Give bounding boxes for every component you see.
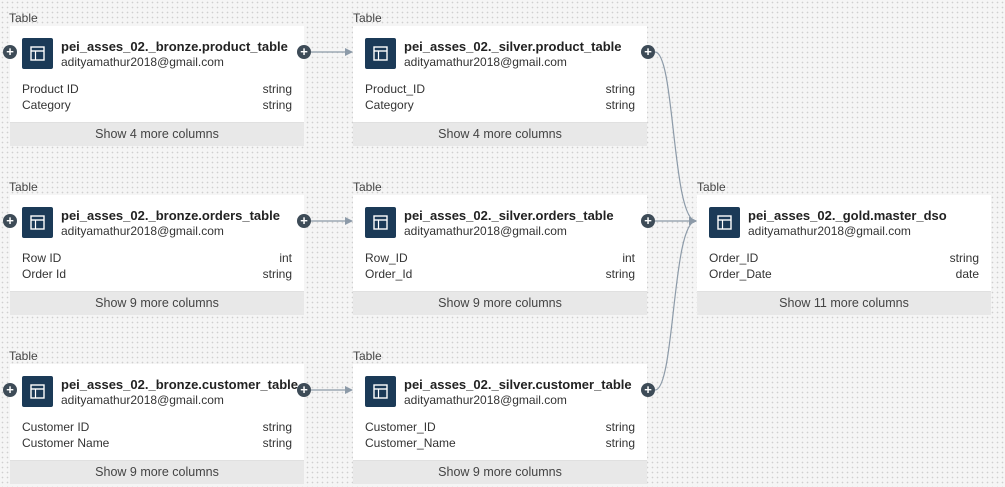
node-kind-label: Table (9, 11, 38, 25)
table-node-silver-orders[interactable]: pei_asses_02._silver.orders_table aditya… (353, 195, 647, 315)
table-icon (22, 38, 53, 69)
table-node-silver-product[interactable]: pei_asses_02._silver.product_table adity… (353, 26, 647, 146)
node-owner: adityamathur2018@gmail.com (404, 393, 567, 407)
column-row: Customer ID string (22, 420, 292, 436)
column-name: Row_ID (365, 251, 408, 265)
node-title[interactable]: pei_asses_02._bronze.orders_table (61, 208, 280, 223)
column-type: date (955, 267, 979, 281)
node-title[interactable]: pei_asses_02._gold.master_dso (748, 208, 947, 223)
table-node-bronze-customer[interactable]: pei_asses_02._bronze.customer_table adit… (10, 364, 304, 484)
show-more-columns-button[interactable]: Show 9 more columns (10, 460, 304, 484)
column-type: string (262, 267, 292, 281)
column-name: Category (365, 98, 414, 112)
column-name: Product ID (22, 82, 79, 96)
column-name: Customer Name (22, 436, 110, 450)
column-row: Row_ID int (365, 251, 635, 267)
table-icon (22, 376, 53, 407)
node-kind-label: Table (353, 180, 382, 194)
column-name: Category (22, 98, 71, 112)
node-title[interactable]: pei_asses_02._silver.orders_table (404, 208, 614, 223)
column-row: Product ID string (22, 82, 292, 98)
column-type: string (605, 98, 635, 112)
expand-downstream-plus-icon[interactable]: + (641, 45, 655, 59)
node-owner: adityamathur2018@gmail.com (61, 55, 224, 69)
expand-upstream-plus-icon[interactable]: + (3, 383, 17, 397)
column-row: Order_ID string (709, 251, 979, 267)
column-type: string (262, 436, 292, 450)
column-name: Order_Date (709, 267, 772, 281)
table-icon (709, 207, 740, 238)
column-row: Customer Name string (22, 436, 292, 452)
expand-downstream-plus-icon[interactable]: + (641, 383, 655, 397)
column-name: Customer_Name (365, 436, 456, 450)
column-name: Order_Id (365, 267, 413, 281)
expand-upstream-plus-icon[interactable]: + (3, 45, 17, 59)
column-row: Row ID int (22, 251, 292, 267)
table-icon (365, 38, 396, 69)
show-more-columns-button[interactable]: Show 9 more columns (10, 291, 304, 315)
show-more-columns-button[interactable]: Show 4 more columns (10, 122, 304, 146)
node-kind-label: Table (9, 349, 38, 363)
node-kind-label: Table (353, 349, 382, 363)
table-icon (22, 207, 53, 238)
column-row: Order_Date date (709, 267, 979, 283)
column-row: Customer_Name string (365, 436, 635, 452)
node-title[interactable]: pei_asses_02._bronze.product_table (61, 39, 288, 54)
node-owner: adityamathur2018@gmail.com (61, 224, 224, 238)
column-type: int (279, 251, 292, 265)
column-type: string (262, 98, 292, 112)
node-title[interactable]: pei_asses_02._silver.customer_table (404, 377, 632, 392)
column-name: Row ID (22, 251, 62, 265)
column-row: Order Id string (22, 267, 292, 283)
column-type: string (605, 420, 635, 434)
node-title[interactable]: pei_asses_02._bronze.customer_table (61, 377, 299, 392)
expand-downstream-plus-icon[interactable]: + (297, 383, 311, 397)
column-type: string (262, 82, 292, 96)
column-row: Customer_ID string (365, 420, 635, 436)
column-name: Order_ID (709, 251, 759, 265)
column-type: int (622, 251, 635, 265)
column-type: string (262, 420, 292, 434)
column-row: Category string (22, 98, 292, 114)
node-owner: adityamathur2018@gmail.com (404, 55, 567, 69)
column-row: Product_ID string (365, 82, 635, 98)
column-type: string (949, 251, 979, 265)
show-more-columns-button[interactable]: Show 9 more columns (353, 460, 647, 484)
expand-downstream-plus-icon[interactable]: + (641, 214, 655, 228)
column-name: Customer_ID (365, 420, 436, 434)
node-title[interactable]: pei_asses_02._silver.product_table (404, 39, 622, 54)
node-kind-label: Table (353, 11, 382, 25)
table-node-bronze-orders[interactable]: pei_asses_02._bronze.orders_table aditya… (10, 195, 304, 315)
column-type: string (605, 267, 635, 281)
column-type: string (605, 436, 635, 450)
show-more-columns-button[interactable]: Show 9 more columns (353, 291, 647, 315)
table-icon (365, 376, 396, 407)
node-kind-label: Table (9, 180, 38, 194)
column-row: Order_Id string (365, 267, 635, 283)
node-owner: adityamathur2018@gmail.com (61, 393, 224, 407)
column-name: Customer ID (22, 420, 90, 434)
expand-downstream-plus-icon[interactable]: + (297, 45, 311, 59)
table-node-silver-customer[interactable]: pei_asses_02._silver.customer_table adit… (353, 364, 647, 484)
column-name: Product_ID (365, 82, 426, 96)
expand-upstream-plus-icon[interactable]: + (3, 214, 17, 228)
show-more-columns-button[interactable]: Show 4 more columns (353, 122, 647, 146)
edge-silver-product-to-gold (654, 51, 697, 225)
node-owner: adityamathur2018@gmail.com (404, 224, 567, 238)
column-row: Category string (365, 98, 635, 114)
show-more-columns-button[interactable]: Show 11 more columns (697, 291, 991, 315)
node-kind-label: Table (697, 180, 726, 194)
table-node-gold-master[interactable]: pei_asses_02._gold.master_dso adityamath… (697, 195, 991, 315)
column-name: Order Id (22, 267, 67, 281)
table-node-bronze-product[interactable]: pei_asses_02._bronze.product_table adity… (10, 26, 304, 146)
column-type: string (605, 82, 635, 96)
node-owner: adityamathur2018@gmail.com (748, 224, 911, 238)
edge-silver-customer-to-gold (654, 217, 697, 391)
table-icon (365, 207, 396, 238)
expand-downstream-plus-icon[interactable]: + (297, 214, 311, 228)
